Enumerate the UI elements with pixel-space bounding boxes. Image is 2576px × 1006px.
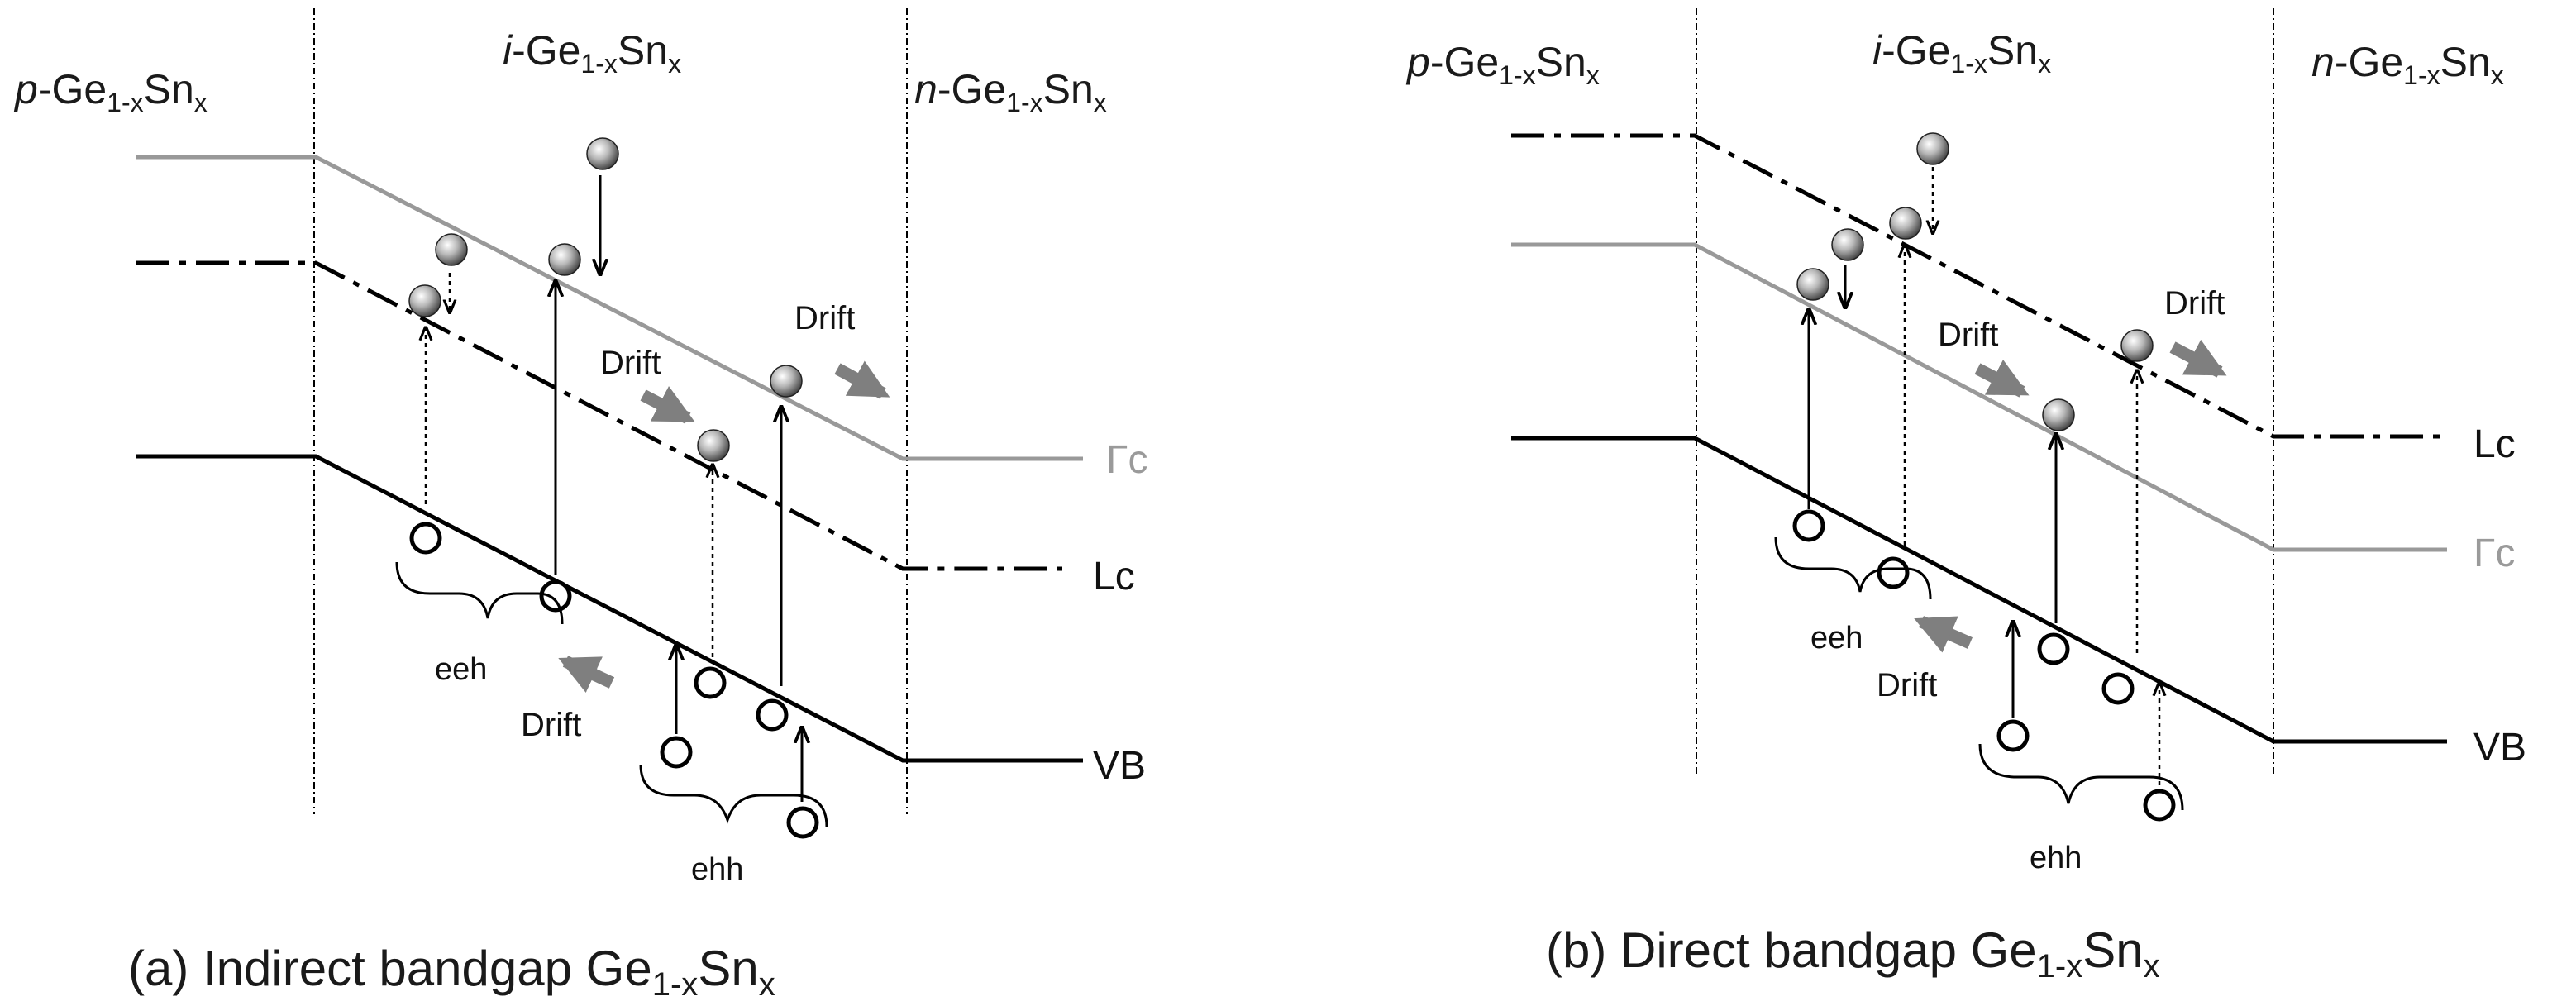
electron xyxy=(770,365,803,398)
electron xyxy=(586,137,619,170)
electron xyxy=(1889,207,1922,240)
hole xyxy=(409,522,442,555)
band-label-gamma: Γc xyxy=(2473,532,2515,575)
electron xyxy=(408,284,441,317)
drift-label: Drift xyxy=(1938,317,1998,353)
drift-arrow xyxy=(834,360,890,399)
hole xyxy=(1792,509,1825,542)
region-label-p: p-Ge1-xSnx xyxy=(13,66,208,117)
band-label-lc: Lc xyxy=(1093,555,1135,598)
gamma-conduction-band xyxy=(136,155,1083,461)
drift-arrow xyxy=(640,386,695,424)
eeh-brace xyxy=(1774,536,1932,600)
panel-a: p-Ge1-xSnx i-Ge1-xSnx n-Ge1-xSnx Γc Lc V… xyxy=(13,8,1147,1003)
electron xyxy=(1796,268,1829,301)
eeh-label: eeh xyxy=(435,652,487,687)
hole xyxy=(2101,672,2135,705)
caption-a: (a) Indirect bandgap Ge1-xSnx xyxy=(128,941,775,1003)
hole xyxy=(756,698,789,732)
band-label-gamma: Γc xyxy=(1106,438,1147,482)
electron xyxy=(548,243,581,276)
electron xyxy=(697,429,730,462)
drift-label: Drift xyxy=(794,300,855,336)
band-label-vb: VB xyxy=(2473,726,2526,770)
valence-band xyxy=(1511,436,2447,744)
band-label-vb: VB xyxy=(1093,744,1146,788)
ehh-label: ehh xyxy=(691,852,743,887)
region-label-n: n-Ge1-xSnx xyxy=(2311,39,2504,90)
hole xyxy=(2037,632,2070,665)
valence-band xyxy=(136,454,1083,763)
region-label-p: p-Ge1-xSnx xyxy=(1405,39,1600,90)
ehh-brace xyxy=(1978,743,2184,811)
ehh-brace xyxy=(639,764,828,827)
drift-arrow xyxy=(1974,360,2030,398)
hole xyxy=(1996,719,2030,752)
electron xyxy=(1916,132,1949,165)
hole xyxy=(660,736,693,769)
caption-b: (b) Direct bandgap Ge1-xSnx xyxy=(1546,923,2160,985)
eeh-brace xyxy=(395,561,564,625)
electron xyxy=(1831,228,1864,261)
eeh-label: eeh xyxy=(1810,621,1863,656)
l-conduction-band xyxy=(136,260,1062,571)
hole xyxy=(786,806,819,839)
hole xyxy=(694,666,727,699)
panel-b: p-Ge1-xSnx i-Ge1-xSnx n-Ge1-xSnx Lc Γc V… xyxy=(1405,8,2526,985)
electron xyxy=(2042,398,2075,431)
drift-label: Drift xyxy=(1877,667,1937,703)
drift-label: Drift xyxy=(600,345,661,381)
hole xyxy=(539,579,572,613)
gamma-conduction-band xyxy=(1511,242,2447,552)
region-label-i: i-Ge1-xSnx xyxy=(503,27,681,79)
drift-arrow xyxy=(2169,339,2227,378)
drift-label: Drift xyxy=(2164,285,2225,322)
region-label-i: i-Ge1-xSnx xyxy=(1872,27,2051,79)
electron xyxy=(435,233,468,266)
hole xyxy=(1877,556,1910,589)
drift-arrow xyxy=(558,656,615,693)
drift-arrow xyxy=(1914,616,1973,653)
region-label-n: n-Ge1-xSnx xyxy=(914,66,1107,117)
hole xyxy=(2143,789,2176,822)
ehh-label: ehh xyxy=(2030,841,2082,875)
electron xyxy=(2120,329,2154,362)
band-label-lc: Lc xyxy=(2473,422,2516,466)
drift-label: Drift xyxy=(521,707,581,743)
l-conduction-band xyxy=(1511,133,2447,439)
